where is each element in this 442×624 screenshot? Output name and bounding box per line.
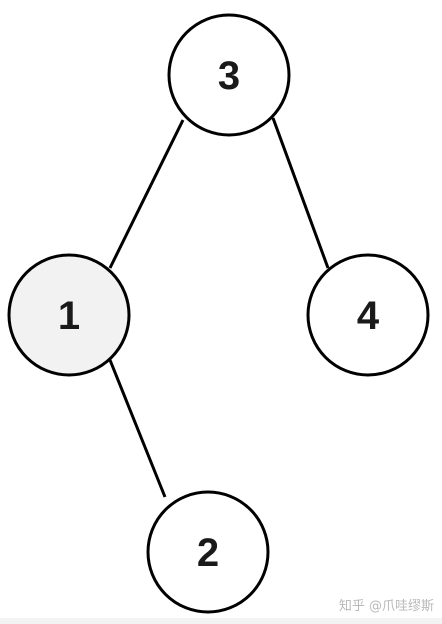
tree-node-1-label: 1: [58, 294, 80, 338]
tree-node-4: 4: [306, 253, 430, 377]
tree-node-2-circle: [146, 490, 270, 614]
bottom-strip: [0, 618, 442, 624]
tree-node-3: 3: [167, 13, 291, 137]
tree-node-4-label: 4: [357, 294, 380, 338]
tree-node-1-circle: [7, 253, 131, 377]
tree-node-2-label: 2: [197, 531, 219, 575]
edge-3-4: [271, 117, 330, 269]
edge-3-1: [108, 119, 185, 269]
edge-1-2: [108, 359, 167, 498]
tree-node-4-circle: [306, 253, 430, 377]
tree-node-3-circle: [167, 13, 291, 137]
tree-edges: [108, 117, 330, 498]
tree-node-3-label: 3: [218, 54, 240, 98]
tree-node-1: 1: [7, 253, 131, 377]
watermark-text: 知乎 @爪哇缪斯: [338, 599, 434, 614]
tree-node-2: 2: [146, 490, 270, 614]
tree-nodes: 3 1 4 2: [7, 13, 430, 614]
